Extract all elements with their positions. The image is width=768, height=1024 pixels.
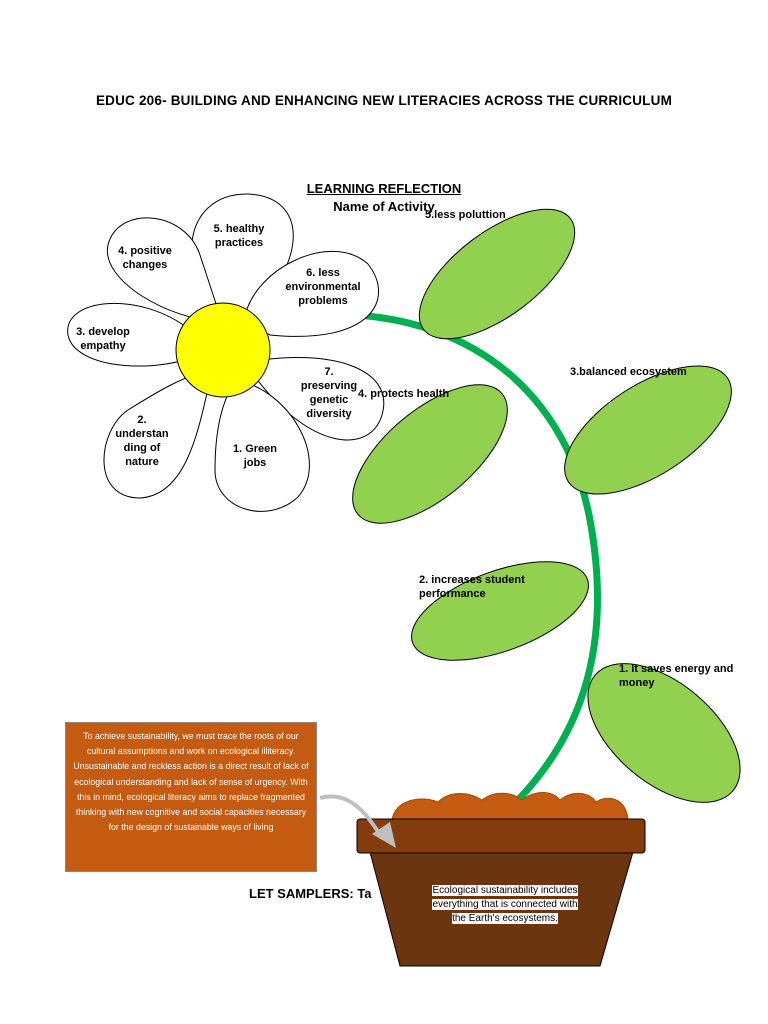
page-heading: EDUC 206- BUILDING AND ENHANCING NEW LIT… xyxy=(95,93,673,108)
petal-label-6: 6. less environmental problems xyxy=(285,267,361,307)
petal-1 xyxy=(214,379,310,512)
arrow-head xyxy=(372,822,396,848)
name-of-activity-label: Name of Activity xyxy=(333,199,435,214)
leaf-label-2: 2. increases student performance xyxy=(419,574,525,600)
leaf-3 xyxy=(564,365,732,495)
leaf-4 xyxy=(352,384,508,524)
petal-2 xyxy=(103,371,213,499)
pot-soil xyxy=(391,792,629,821)
leaf-label-1: 1. It saves energy and money xyxy=(619,663,734,689)
petal-label-1: 1. Green jobs xyxy=(232,443,278,469)
petal-label-2: 2. understan ding of nature xyxy=(115,414,169,468)
leaf-1 xyxy=(587,663,741,803)
petal-7 xyxy=(255,357,385,441)
flower-petals xyxy=(67,193,385,512)
petal-6 xyxy=(243,251,380,337)
petal-label-3: 3. develop empathy xyxy=(76,326,130,352)
leaf-label-3: 3.balanced ecosystem xyxy=(570,366,687,378)
leaf-2 xyxy=(411,561,589,661)
learning-reflection-title: LEARNING REFLECTION xyxy=(306,181,462,196)
petal-label-4: 4. positive changes xyxy=(118,245,172,271)
flower-center xyxy=(175,302,271,398)
plant-stem xyxy=(261,311,602,803)
pot-rim xyxy=(356,818,646,854)
pot-caption: Ecological sustainability includes every… xyxy=(425,884,585,926)
leaf-label-5: 5.less poluttion xyxy=(425,209,506,221)
let-samplers-heading: LET SAMPLERS: Ta xyxy=(249,886,372,901)
ecoliteracy-note-box: To achieve sustainability, we must trace… xyxy=(65,722,317,872)
petal-3 xyxy=(67,303,207,367)
leaf-5 xyxy=(418,208,576,340)
petal-label-5: 5. healthy practices xyxy=(213,223,265,249)
pot-caption-text: Ecological sustainability includes every… xyxy=(432,885,578,924)
leaf-label-4: 4. protects health xyxy=(358,388,450,400)
petal-label-7: 7. preserving genetic diversity xyxy=(300,366,358,420)
petal-4 xyxy=(106,217,223,323)
